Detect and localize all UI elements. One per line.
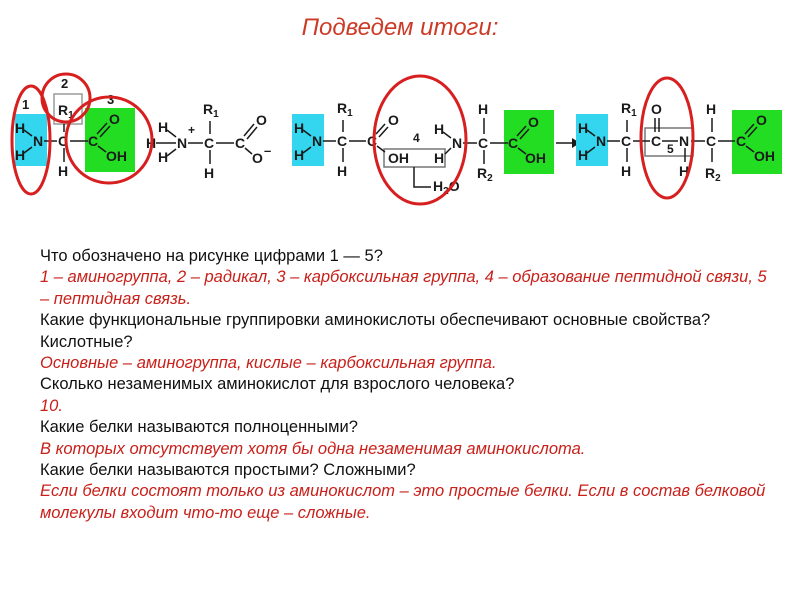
atom-c: C bbox=[337, 133, 347, 149]
question-text: Сколько незаменимых аминокислот для взро… bbox=[40, 375, 515, 394]
hydroxyl-oh: OH bbox=[754, 148, 775, 164]
atom-h: H bbox=[578, 120, 588, 136]
peptide-bond-diagram: 1 2 3 H H N C R1 H C O OH H H H N + C bbox=[10, 72, 782, 206]
hydroxyl-oh: OH bbox=[106, 148, 127, 164]
group-number-3: 3 bbox=[107, 92, 114, 107]
atom-n: N bbox=[312, 133, 322, 149]
atom-h: H bbox=[578, 147, 588, 163]
amino-acid-structure-1: 1 2 3 H H N C R1 H C O OH bbox=[10, 72, 135, 196]
atom-o: O bbox=[651, 101, 662, 117]
atom-o: O bbox=[388, 112, 399, 128]
amino-group-box bbox=[292, 114, 324, 166]
atom-h: H bbox=[706, 101, 716, 117]
question-text: Что обозначено на рисунке цифрами 1 — 5? bbox=[40, 247, 383, 265]
atom-h: H bbox=[434, 121, 444, 137]
atom-c: C bbox=[736, 133, 746, 149]
question-text: Какие функциональные группировки аминоки… bbox=[40, 311, 711, 351]
atom-c: C bbox=[235, 135, 245, 151]
atom-h: H bbox=[204, 165, 214, 181]
atom-o: O bbox=[256, 112, 267, 128]
atom-c: C bbox=[706, 133, 716, 149]
atom-h: H bbox=[621, 163, 631, 179]
plus-charge: + bbox=[188, 123, 195, 137]
atom-n: N bbox=[679, 133, 689, 149]
radical-r1: R1 bbox=[621, 100, 637, 119]
water-arrow bbox=[413, 167, 431, 188]
atom-c: C bbox=[204, 135, 214, 151]
carboxyl-group-box bbox=[504, 110, 554, 174]
atom-h: H bbox=[158, 119, 168, 135]
atom-o: O bbox=[756, 112, 767, 128]
atom-o: O bbox=[528, 114, 539, 130]
minus-charge: – bbox=[264, 143, 271, 158]
atom-n: N bbox=[33, 133, 43, 149]
atom-h: H bbox=[294, 120, 304, 136]
hydroxyl-oh: OH bbox=[388, 150, 409, 166]
answer-text: В которых отсутствует хотя бы одна незам… bbox=[40, 439, 586, 458]
highlight-ring-radical bbox=[40, 72, 92, 124]
atom-c: C bbox=[88, 133, 98, 149]
amino-group-box bbox=[576, 114, 608, 166]
highlight-ring-amino bbox=[10, 84, 52, 196]
atom-o: O bbox=[109, 111, 120, 127]
highlight-ring-condensation bbox=[372, 74, 468, 206]
atom-c: C bbox=[508, 135, 518, 151]
bond-number-4: 4 bbox=[413, 131, 420, 145]
highlight-ring-carboxyl bbox=[64, 95, 154, 185]
radical-r1: R1 bbox=[203, 101, 219, 120]
atom-c: C bbox=[367, 133, 377, 149]
carboxyl-group-box bbox=[732, 110, 782, 174]
radical-r2: R2 bbox=[705, 165, 721, 184]
hydroxyl-oh: OH bbox=[525, 150, 546, 166]
atom-c: C bbox=[651, 133, 661, 149]
radical-r1: R1 bbox=[337, 100, 353, 119]
atom-h: H bbox=[679, 163, 689, 179]
answer-text: 1 – аминогруппа, 2 – радикал, 3 – карбок… bbox=[40, 268, 767, 308]
atom-h: H bbox=[158, 149, 168, 165]
question-answer-list: Что обозначено на рисунке цифрами 1 — 5?… bbox=[40, 246, 780, 524]
question-text: Какие белки называются простыми? Сложным… bbox=[40, 461, 416, 480]
amino-group-box bbox=[15, 114, 47, 166]
slide-title: Подведем итоги: bbox=[301, 14, 499, 41]
radical-r2: R2 bbox=[477, 165, 493, 184]
question-text: Какие белки называются полноценными? bbox=[40, 418, 358, 437]
carboxyl-group-box bbox=[85, 108, 135, 172]
condensation-structure: H H N C R1 H C O OH H 4 H2O H N C H R2 bbox=[292, 74, 554, 206]
atom-h: H bbox=[58, 163, 68, 179]
zwitterion-structure: H H H N + C R1 H C O O – bbox=[146, 101, 271, 181]
atom-h: H bbox=[337, 163, 347, 179]
highlight-ring-peptide-bond bbox=[639, 76, 695, 200]
dipeptide-structure: H H N C R1 H C O 5 N H C H R2 C O OH bbox=[576, 76, 782, 200]
atom-h: H bbox=[15, 147, 25, 163]
atom-o: O bbox=[252, 150, 263, 166]
atom-c: C bbox=[58, 133, 68, 149]
atom-n: N bbox=[452, 135, 462, 151]
atom-c: C bbox=[478, 135, 488, 151]
answer-text: 10. bbox=[40, 396, 63, 415]
atom-h: H bbox=[15, 120, 25, 136]
bond-number-5: 5 bbox=[667, 142, 674, 156]
atom-n: N bbox=[596, 133, 606, 149]
answer-text: Если белки состоят только из аминокислот… bbox=[40, 482, 766, 522]
answer-text: Основные – аминогруппа, кислые – карбокс… bbox=[40, 354, 497, 373]
atom-h: H bbox=[294, 147, 304, 163]
radical-r1: R1 bbox=[58, 102, 74, 121]
group-number-2: 2 bbox=[61, 76, 68, 91]
atom-h: H bbox=[434, 150, 444, 166]
atom-n: N bbox=[177, 135, 187, 151]
atom-h: H bbox=[478, 101, 488, 117]
group-number-1: 1 bbox=[22, 97, 29, 112]
atom-c: C bbox=[621, 133, 631, 149]
